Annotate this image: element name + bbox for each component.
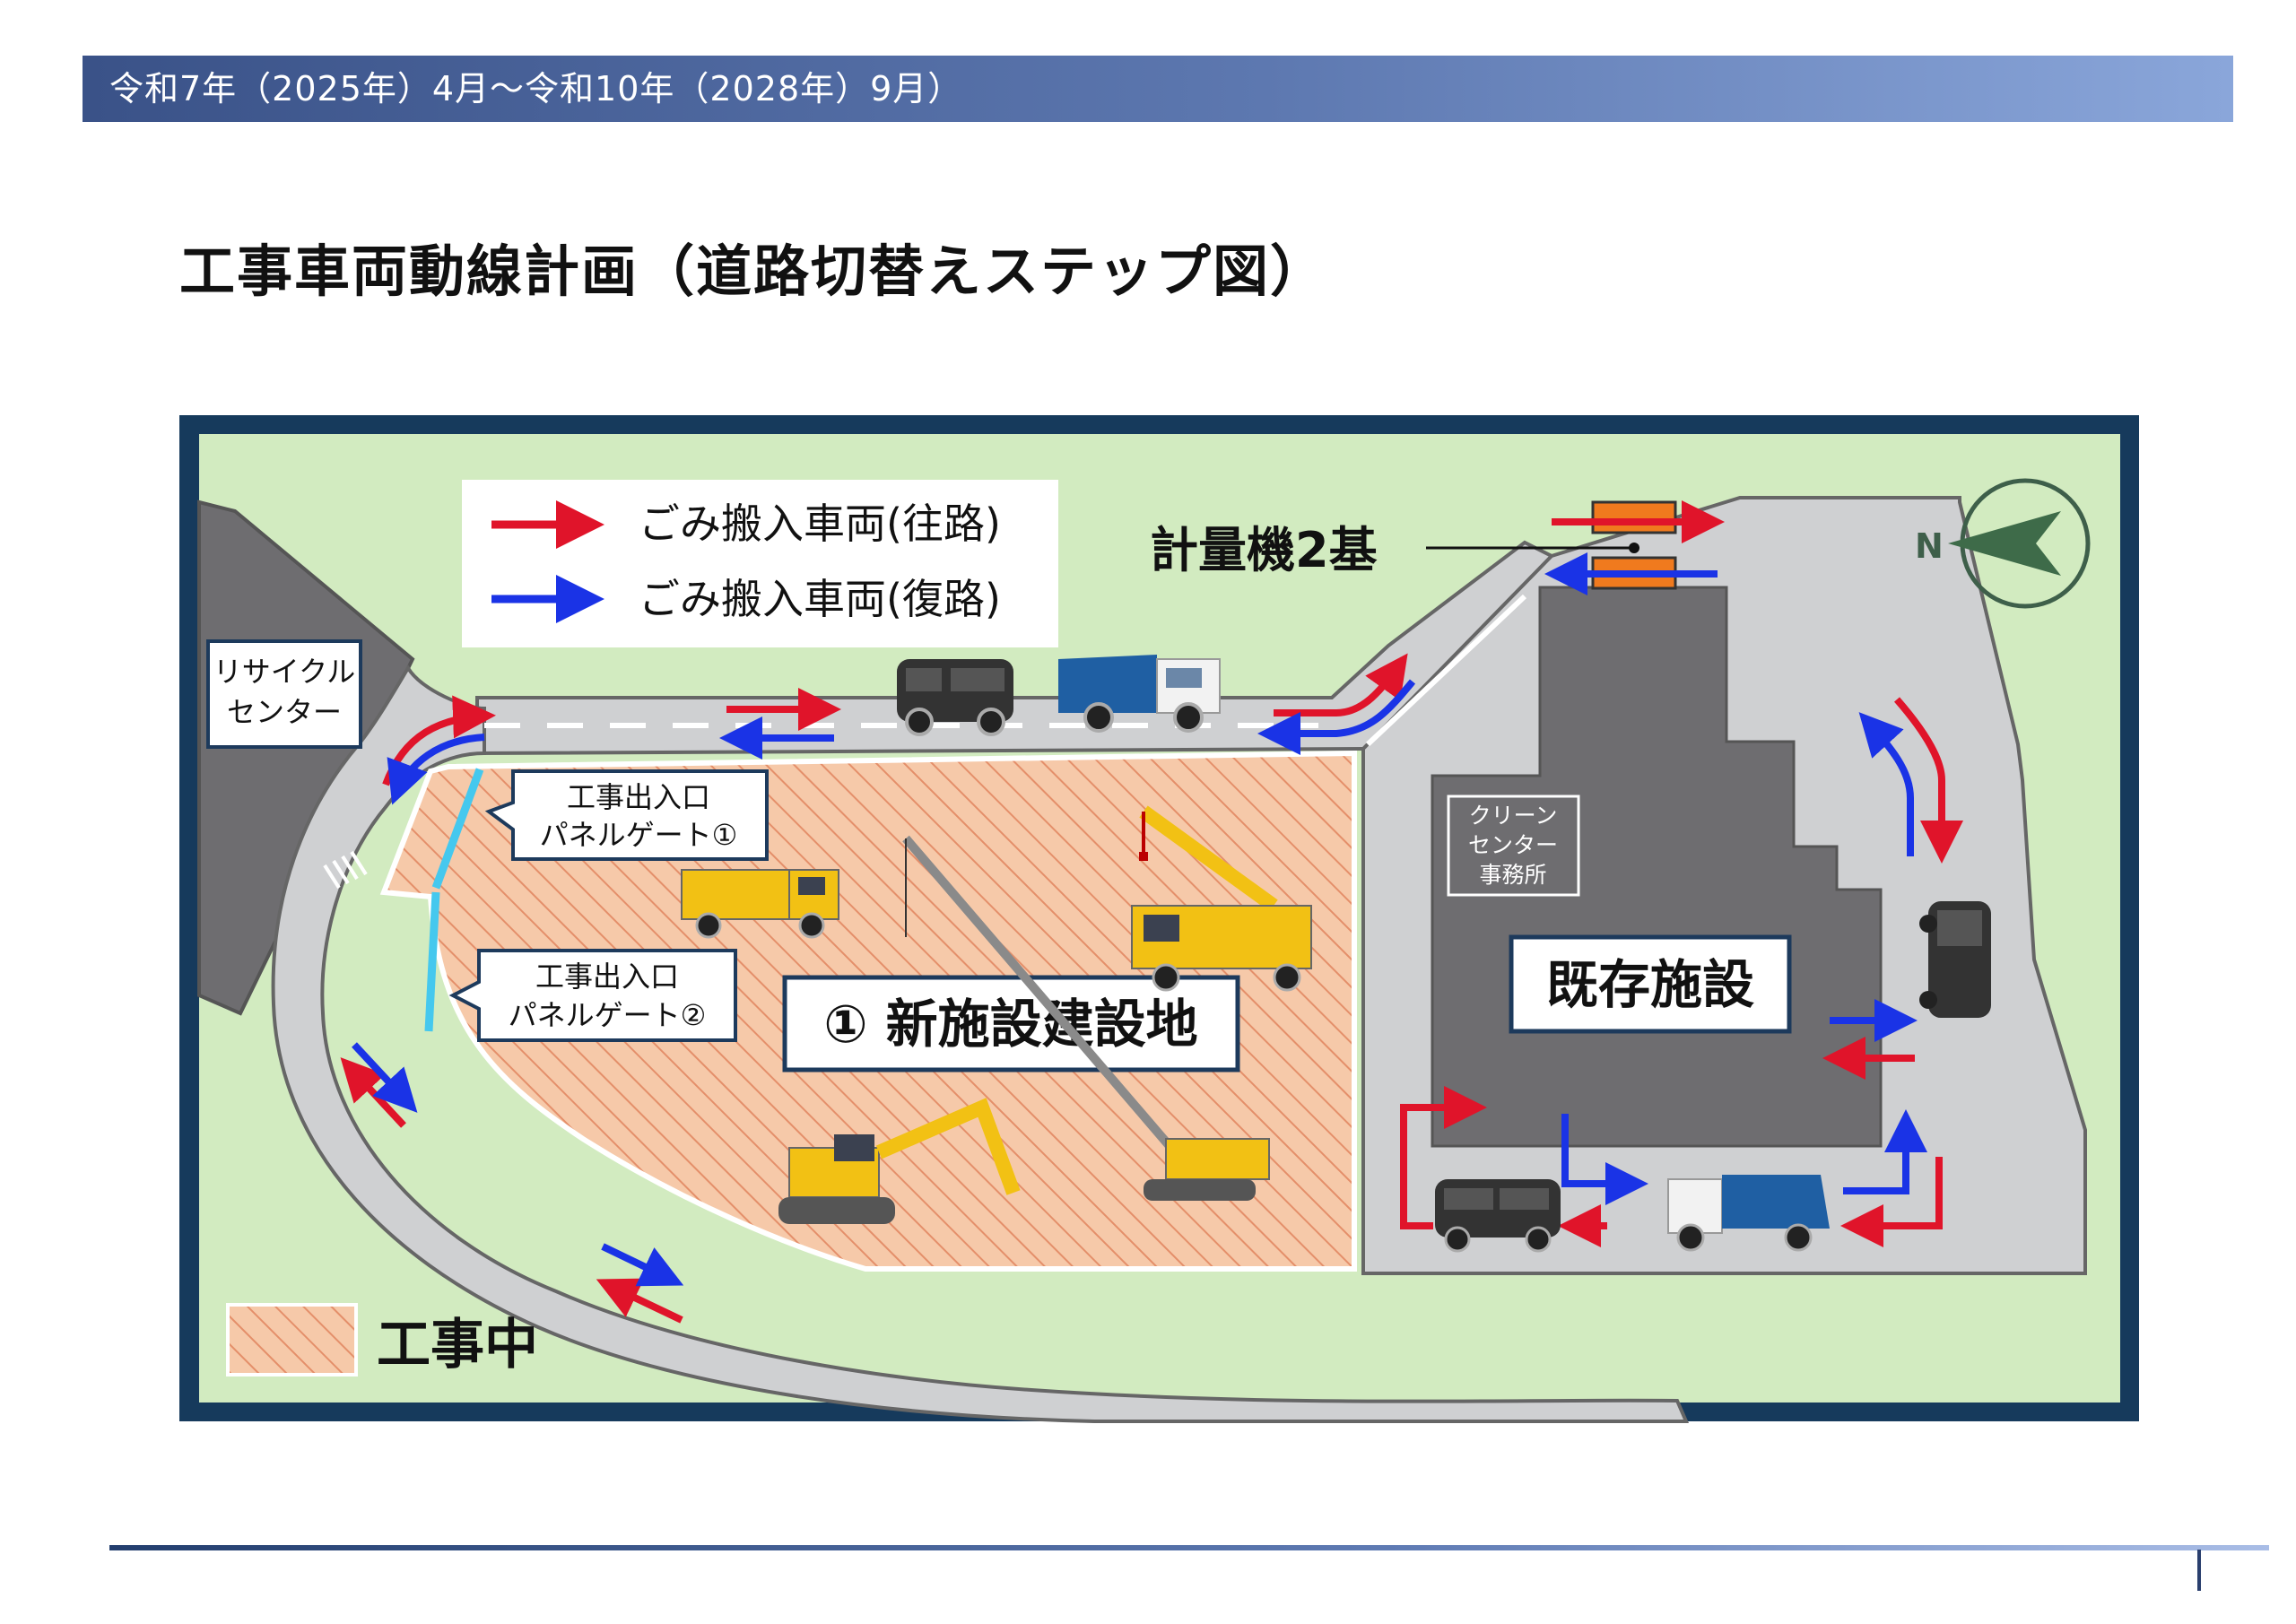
construction-legend-swatch — [226, 1303, 358, 1376]
legend-outbound-label: ごみ搬入車両(往路) — [639, 499, 1001, 548]
van-bottom-icon — [1435, 1179, 1561, 1253]
office-label-2: センター — [1468, 832, 1558, 858]
footer-tick — [2197, 1550, 2201, 1591]
excavator-icon — [778, 1098, 1021, 1224]
period-text: 令和7年（2025年）4月～令和10年（2028年）9月） — [109, 69, 963, 109]
panel-gate-1 — [431, 768, 484, 890]
scale-1 — [1591, 500, 1677, 534]
van-icon — [897, 659, 1013, 736]
recycle-center-label-2: センター — [227, 695, 342, 729]
office-label-1: クリーン — [1469, 803, 1558, 829]
gate-1-label-2: パネルゲート① — [540, 818, 738, 852]
garbage-truck-bottom-icon — [1667, 1175, 1830, 1252]
footer-line — [109, 1545, 2269, 1550]
scale-leader-dot — [1629, 543, 1639, 553]
header-bar: 令和7年（2025年）4月～令和10年（2028年）9月） — [83, 56, 2233, 122]
crane-truck-icon — [1131, 805, 1312, 992]
inbound-arrows — [352, 552, 1927, 1287]
garbage-truck-icon — [1058, 655, 1221, 733]
page-title: 工事車両動線計画（道路切替えステップ図） — [179, 239, 1328, 304]
gate-2-label-1: 工事出入口 — [535, 960, 679, 994]
new-site-box — [782, 975, 1240, 1073]
north-label: N — [1915, 526, 1944, 566]
crosswalk — [323, 850, 368, 890]
van-right-icon — [1919, 901, 1991, 1018]
scales-label: 計量機2基 — [1150, 522, 1378, 578]
compass-icon — [1948, 478, 2091, 609]
gate-1-callout — [484, 769, 769, 861]
office-box — [1447, 795, 1580, 897]
crawler-crane-icon — [902, 835, 1270, 1201]
recycle-center-box — [206, 639, 362, 749]
legend-inbound-label: ごみ搬入車両(復路) — [639, 575, 1001, 623]
recycle-center-label-1: リサイクル — [213, 655, 355, 689]
existing-box — [1509, 934, 1792, 1034]
gate-2-label-2: パネルゲート② — [509, 998, 707, 1032]
gate-2-callout — [448, 949, 737, 1042]
road-white-edge — [1365, 594, 1527, 747]
construction-legend-label: 工事中 — [377, 1314, 538, 1376]
new-site-label: ① 新施設建設地 — [823, 994, 1197, 1055]
office-label-3: 事務所 — [1479, 862, 1546, 888]
dump-truck-icon — [681, 869, 839, 939]
gate-1-label-1: 工事出入口 — [567, 780, 710, 814]
existing-label: 既存施設 — [1546, 954, 1754, 1015]
panel-gate-2 — [424, 891, 440, 1032]
